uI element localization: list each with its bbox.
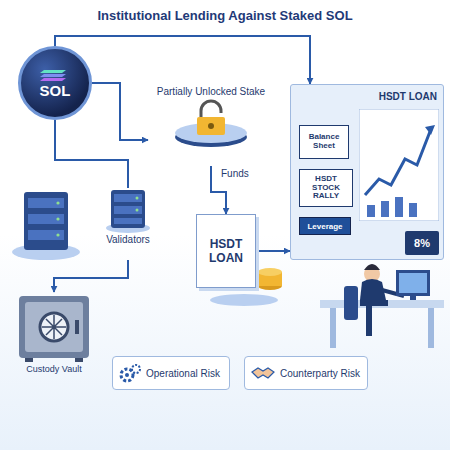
safe-icon bbox=[15, 292, 93, 364]
node-text: HSDT LOAN bbox=[379, 91, 437, 102]
connector bbox=[54, 260, 128, 292]
token-coin: SOL bbox=[18, 46, 92, 120]
validator-server bbox=[12, 192, 80, 260]
node-text: 8% bbox=[414, 237, 430, 249]
connector bbox=[92, 83, 148, 140]
connector bbox=[55, 36, 310, 84]
node-text: HSDT LOAN bbox=[201, 237, 251, 265]
custody-vault: Custody Vault bbox=[8, 292, 100, 390]
analyst-figure bbox=[320, 264, 444, 348]
server-icon bbox=[105, 188, 151, 234]
lock-icon bbox=[173, 97, 249, 149]
edge-label: Funds bbox=[219, 168, 251, 179]
risk-box: Operational Risk bbox=[112, 356, 230, 390]
validator-server: Validators bbox=[92, 188, 164, 260]
balance-sheet-box: Balance Sheet bbox=[299, 125, 349, 159]
node-text: Partially Unlocked Stake bbox=[157, 86, 265, 97]
node-text: Validators bbox=[106, 234, 150, 245]
connector bbox=[55, 120, 128, 188]
node-text: Balance Sheet bbox=[302, 133, 346, 151]
stake-platform: Partially Unlocked Stake bbox=[148, 86, 274, 166]
sol-logo bbox=[40, 68, 70, 82]
rally-box: HSDT STOCK RALLY bbox=[299, 169, 353, 207]
diagram-title: Institutional Lending Against Staked SOL bbox=[0, 8, 450, 23]
node-text: Counterparty Risk bbox=[280, 368, 360, 379]
dashboard-panel: HSDT LOAN Balance SheetHSDT STOCK RALLY Le… bbox=[290, 84, 444, 260]
leverage-box: Leverage bbox=[299, 217, 351, 235]
node-text: Operational Risk bbox=[146, 368, 220, 379]
node-text: Leverage bbox=[307, 222, 342, 231]
risk-box: Counterparty Risk bbox=[244, 356, 368, 390]
node-text: Custody Vault bbox=[26, 364, 81, 374]
node-text: SOL bbox=[40, 82, 71, 99]
stock-chart bbox=[359, 109, 439, 221]
handshake-icon bbox=[251, 364, 275, 382]
rate-box: 8% bbox=[405, 231, 439, 255]
loan-document: HSDT LOAN bbox=[196, 214, 256, 288]
node-text: HSDT STOCK RALLY bbox=[302, 175, 350, 201]
gear-icon bbox=[119, 363, 141, 383]
connector bbox=[256, 250, 290, 252]
